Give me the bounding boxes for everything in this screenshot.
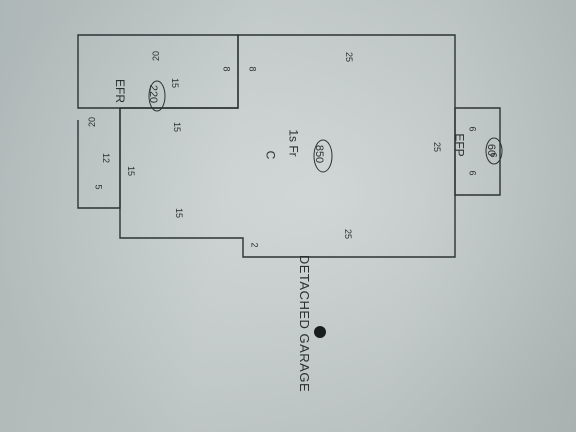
dim-porch-6a: 6	[467, 126, 478, 132]
main-room-label: 1s Fr	[286, 129, 301, 157]
dim-main-15b: 15	[126, 165, 137, 177]
dim-notch-a: 8	[247, 66, 258, 72]
porch-area-circle	[485, 137, 503, 165]
dim-bottom-2: 2	[249, 242, 260, 248]
dim-wing-top: 20	[151, 50, 162, 62]
wing-area-label: 220	[147, 84, 160, 104]
dim-wing-mid: 20	[87, 116, 98, 128]
dim-notch-b: 8	[221, 66, 232, 72]
wing-room-label: EFR	[113, 79, 127, 103]
dim-porch-6c: 6	[488, 152, 499, 158]
dim-wing-15: 15	[170, 77, 181, 89]
dim-bottom-right: 25	[343, 228, 354, 240]
dim-wing-12: 12	[101, 152, 112, 164]
main-room-code: C	[263, 150, 278, 160]
porch-room-label: EFP	[452, 133, 467, 157]
main-area-circle	[313, 139, 333, 173]
dim-wing-5: 5	[93, 184, 104, 190]
dim-main-15c: 15	[174, 207, 185, 219]
main-area-label: 850	[313, 144, 326, 164]
porch-outline	[454, 107, 501, 196]
garage-dot	[314, 326, 326, 338]
garage-label: DETACHED GARAGE	[297, 254, 313, 393]
dim-main-15a: 15	[172, 121, 183, 133]
dim-top-right: 25	[344, 51, 355, 63]
dim-porch-6b: 6	[467, 170, 478, 176]
wing-area-circle	[148, 80, 166, 112]
dim-mid-right: 25	[432, 141, 443, 153]
